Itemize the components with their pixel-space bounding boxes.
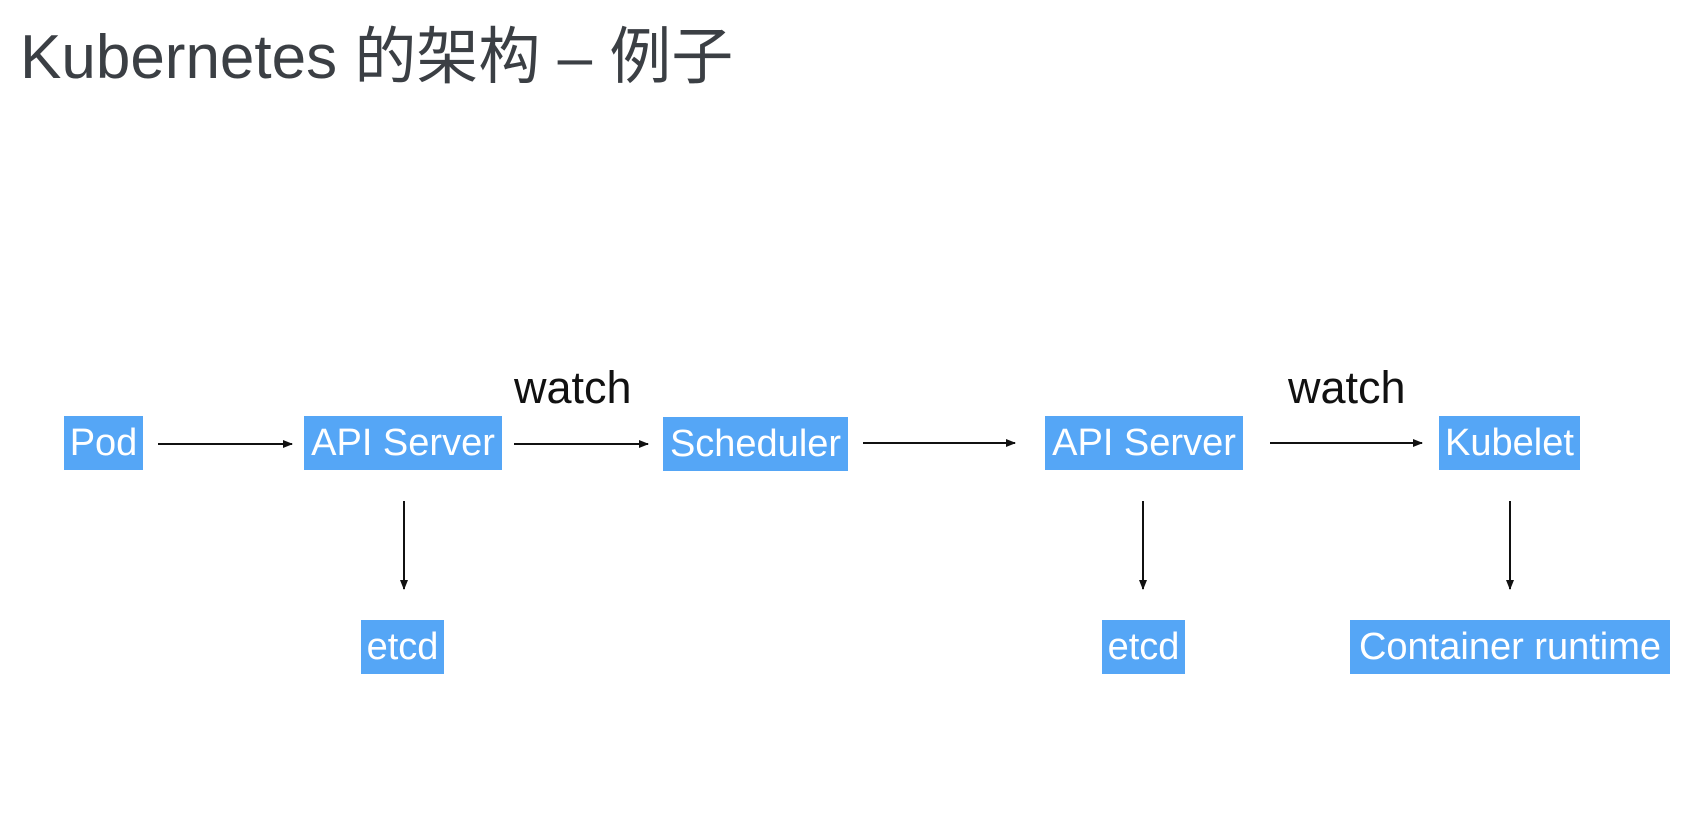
scheduler-node: Scheduler	[663, 417, 848, 471]
etcd-node-2: etcd	[1102, 620, 1185, 674]
container-runtime-node: Container runtime	[1350, 620, 1670, 674]
etcd-node-1: etcd	[361, 620, 444, 674]
watch-label-kubelet: watch	[1288, 362, 1406, 413]
kubelet-node: Kubelet	[1439, 416, 1580, 470]
pod-node: Pod	[64, 416, 143, 470]
watch-label-scheduler: watch	[514, 362, 632, 413]
api-server-node-1: API Server	[304, 416, 502, 470]
api-server-node-2: API Server	[1045, 416, 1243, 470]
page-title: Kubernetes 的架构 – 例子	[20, 23, 734, 92]
